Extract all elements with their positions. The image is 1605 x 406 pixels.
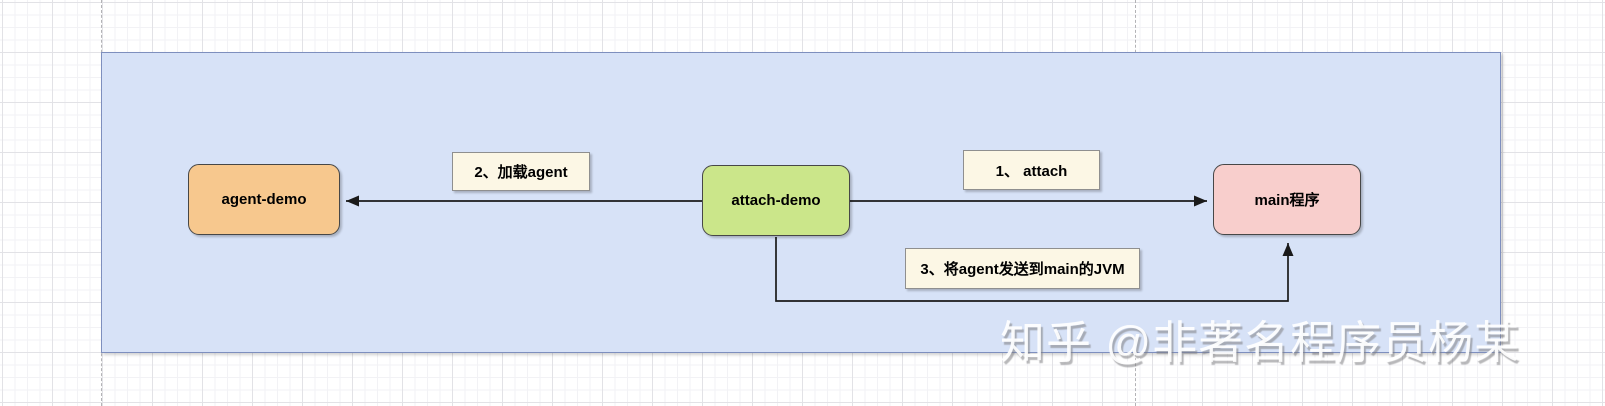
- node-main-program-label: main程序: [1254, 192, 1320, 209]
- node-main-program: main程序: [1213, 164, 1361, 235]
- arrow-send-agent: [775, 237, 1294, 302]
- edge-label-attach: 1、 attach: [963, 150, 1100, 190]
- node-agent-demo: agent-demo: [188, 164, 340, 235]
- edge-label-send-agent: 3、将agent发送到main的JVM: [905, 248, 1140, 289]
- node-attach-demo-label: attach-demo: [731, 192, 821, 209]
- node-agent-demo-label: agent-demo: [221, 191, 307, 208]
- edge-label-load-agent-text: 2、加载agent: [474, 164, 568, 181]
- zhihu-watermark: 知乎 @非著名程序员杨某: [1000, 317, 1521, 368]
- node-attach-demo: attach-demo: [702, 165, 850, 236]
- edge-label-attach-text: 1、 attach: [995, 162, 1068, 180]
- edge-label-send-agent-text: 3、将agent发送到main的JVM: [920, 261, 1125, 278]
- edge-label-load-agent: 2、加载agent: [452, 152, 590, 191]
